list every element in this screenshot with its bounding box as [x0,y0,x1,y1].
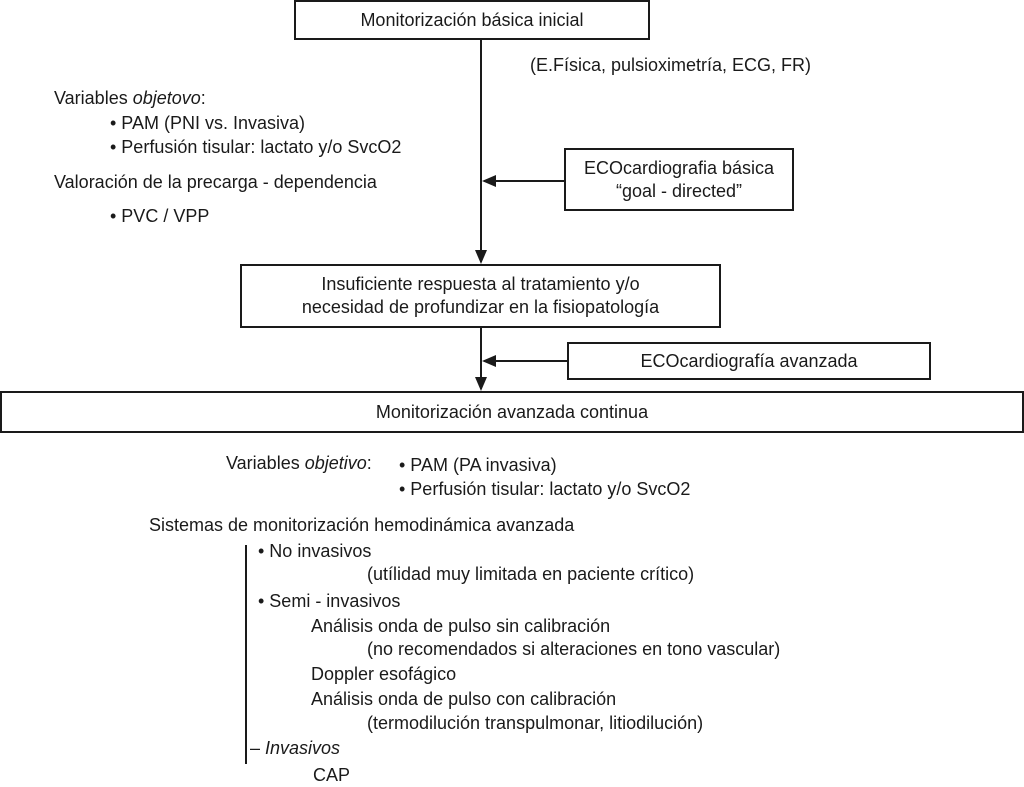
box-echo-basic: ECOcardiografia básica “goal - directed” [564,148,794,211]
invasive-heading: – Invasivos [250,737,340,759]
initial-detail-text: (E.Física, pulsioximetría, ECG, FR) [530,55,812,75]
adv-bullet-pam: • PAM (PA invasiva) [399,455,557,475]
pulse-calibration: Análisis onda de pulso con calibración [311,689,617,709]
pulse-no-calibration-note: (no recomendados si alteraciones en tono… [367,639,781,659]
adv-variables-title: Variables objetivo: [226,452,372,474]
left-variables-suffix: : [200,88,206,108]
non-invasive-heading: • No invasivos [258,541,372,561]
left-variables-prefix: Variables [54,88,133,108]
left-preload-title: Valoración de la precarga - dependencia [54,172,377,192]
pulse-no-calibration: Análisis onda de pulso sin calibración [311,616,611,636]
systems-title: Sistemas de monitorización hemodinámica … [149,515,575,535]
box-insufficient-response: Insuficiente respuesta al tratamiento y/… [240,264,721,328]
left-bullet-pam: • PAM (PNI vs. Invasiva) [110,113,306,133]
non-invasive-note: (utílidad muy limitada en paciente críti… [367,564,695,584]
left-variables-title: Variables objetovo: [54,87,206,109]
box-echo-advanced: ECOcardiografía avanzada [567,342,931,380]
box-advanced-continuous: Monitorización avanzada continua [0,391,1024,433]
doppler-esophageal: Doppler esofágico [311,664,457,684]
invasive-dash: – [250,738,266,758]
echo-basic-line1: ECOcardiografia básica [583,157,775,178]
box-initial-label: Monitorización básica inicial [360,9,584,30]
echo-basic-line2: “goal - directed” [615,180,743,201]
left-bullet-perfusion: • Perfusión tisular: lactato y/o SvcO2 [110,137,402,157]
left-bullet-pvc: • PVC / VPP [110,206,210,226]
invasive-label: Invasivos [265,738,341,758]
adv-variables-suffix: : [366,453,372,473]
adv-variables-italic: objetivo [304,453,367,473]
echo-advanced-label: ECOcardiografía avanzada [640,350,858,371]
semi-invasive-heading: • Semi - invasivos [258,591,401,611]
adv-variables-prefix: Variables [226,453,305,473]
pulse-calibration-note: (termodilución transpulmonar, litiodiluc… [367,713,704,733]
advanced-continuous-label: Monitorización avanzada continua [375,401,649,422]
left-variables-italic: objetovo [132,88,201,108]
cap-item: CAP [313,765,351,785]
adv-bullet-perfusion: • Perfusión tisular: lactato y/o SvcO2 [399,479,691,499]
insufficient-line2: necesidad de profundizar en la fisiopato… [301,297,660,317]
box-initial-monitoring: Monitorización básica inicial [294,0,650,40]
insufficient-line1: Insuficiente respuesta al tratamiento y/… [321,274,640,294]
